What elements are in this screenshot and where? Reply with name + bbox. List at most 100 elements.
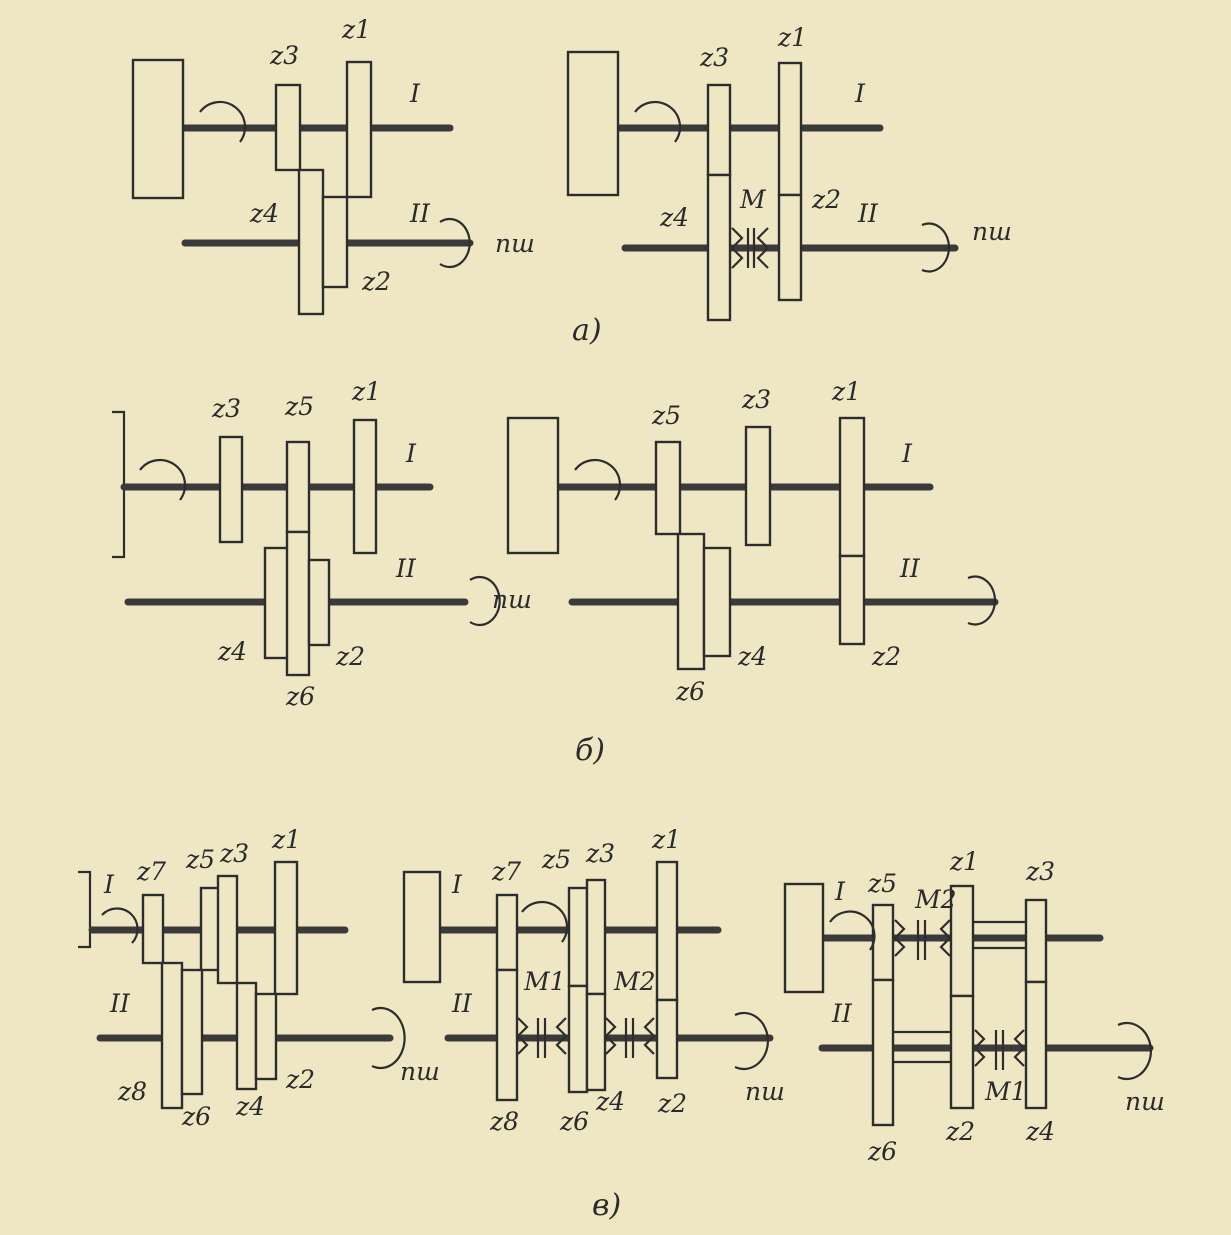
label-z2: z2: [335, 642, 365, 671]
gear-z5: [285, 440, 311, 534]
caption-c: в): [592, 1188, 621, 1223]
gear-z6: [871, 978, 895, 1127]
label-z2: z2: [285, 1065, 315, 1094]
gear-z3: [216, 874, 239, 985]
gear-z4: [1024, 980, 1048, 1110]
label-z1: z1: [777, 23, 807, 52]
label-z5: z5: [867, 869, 897, 898]
motor-block: [402, 870, 442, 984]
label-clutch-2: M2: [613, 967, 656, 996]
gear-z6: [676, 532, 706, 671]
clutch-M1: [516, 1017, 568, 1058]
gear-z1: [273, 860, 299, 996]
scheme-b-left: z3 z5 z1 I II nш z4 z2 z6: [112, 377, 532, 711]
scheme-b-right: z5 z3 z1 I II z4 z2 z6: [506, 377, 999, 706]
caption-b: б): [575, 733, 605, 768]
label-shaft-1: I: [405, 439, 417, 468]
gear-z4: [702, 546, 732, 658]
label-output-speed: nш: [745, 1077, 785, 1106]
label-z6: z6: [559, 1107, 589, 1136]
output-rotation-arrow: [921, 222, 950, 273]
label-z1: z1: [341, 15, 371, 44]
gear-z3: [744, 425, 772, 547]
label-z6: z6: [867, 1137, 897, 1166]
label-output-speed: nш: [972, 217, 1012, 246]
gear-z8: [495, 968, 519, 1102]
clutch-M2: [604, 1017, 656, 1058]
gear-z7: [495, 893, 519, 972]
label-z4: z4: [595, 1087, 625, 1116]
rotation-arrow: [829, 910, 876, 951]
label-shaft-2: II: [109, 989, 131, 1018]
output-rotation-arrow: [439, 217, 471, 269]
label-z3: z3: [211, 394, 241, 423]
label-z3: z3: [699, 43, 729, 72]
motor-bracket: [78, 870, 92, 949]
rotation-arrow: [574, 458, 622, 501]
clutch-M2: [893, 919, 952, 960]
gear-z5: [871, 903, 895, 982]
label-clutch: M: [739, 185, 767, 214]
clutch-M1: [973, 1029, 1026, 1070]
gear-z2: [949, 994, 975, 1110]
rotation-arrow: [199, 100, 247, 143]
gear-z1: [352, 418, 378, 555]
gear-z3: [218, 435, 244, 544]
scheme-a-right: z3 z1 I z4 M z2 II nш: [566, 23, 1012, 322]
label-z5: z5: [541, 845, 571, 874]
label-clutch-2: M2: [914, 885, 957, 914]
label-z4: z4: [235, 1092, 265, 1121]
label-z6: z6: [285, 682, 315, 711]
label-shaft-2: II: [899, 554, 921, 583]
gear-z2: [655, 998, 679, 1080]
label-z6: z6: [675, 677, 705, 706]
gear-z2: [777, 193, 803, 302]
label-output-speed: nш: [492, 585, 532, 614]
motor-block: [566, 50, 620, 197]
label-output-speed: nш: [495, 229, 535, 258]
label-shaft-2: II: [857, 199, 879, 228]
hub-sleeves: [893, 920, 1026, 1064]
gear-z1: [838, 416, 866, 558]
gear-z5: [567, 886, 589, 988]
label-z3: z3: [219, 839, 249, 868]
label-shaft-2: II: [409, 199, 431, 228]
output-rotation-arrow: [734, 1011, 769, 1071]
gear-z2: [254, 992, 278, 1081]
label-z1: z1: [949, 847, 979, 876]
rotation-arrow: [101, 907, 139, 944]
gear-z2: [307, 558, 331, 647]
scheme-a-left: z3 z1 I z4 II nш z2: [131, 15, 535, 316]
scheme-c-right: I z5 M2 z1 z3 II M1 z6 z2 z4 nш: [783, 847, 1165, 1166]
scheme-c-left: I z7 z5 z3 z1 II z8 z6 z4 z2 nш: [78, 825, 440, 1131]
label-shaft-2: II: [831, 999, 853, 1028]
output-rotation-arrow: [371, 1006, 406, 1070]
label-shaft-1: I: [103, 870, 115, 899]
caption-a: а): [572, 313, 602, 348]
gear-z1: [777, 61, 803, 197]
label-shaft-1: I: [901, 439, 913, 468]
label-clutch-1: M1: [523, 967, 566, 996]
gear-z3: [274, 83, 302, 172]
label-z3: z3: [741, 385, 771, 414]
label-z2: z2: [945, 1117, 975, 1146]
label-z7: z7: [136, 857, 166, 886]
label-z4: z4: [249, 199, 279, 228]
label-z4: z4: [737, 642, 767, 671]
output-rotation-arrow: [469, 575, 501, 627]
label-clutch-1: M1: [984, 1077, 1027, 1106]
output-rotation-arrow: [1117, 1021, 1152, 1081]
label-z8: z8: [489, 1107, 519, 1136]
clutch-M: [730, 227, 770, 269]
label-z3: z3: [1025, 857, 1055, 886]
label-z3: z3: [585, 839, 615, 868]
gear-z6: [567, 984, 589, 1094]
gear-z2: [321, 195, 349, 289]
label-z2: z2: [811, 185, 841, 214]
label-z2: z2: [361, 267, 391, 296]
motor-block: [506, 416, 560, 555]
rotation-arrow: [521, 900, 569, 943]
gear-z4: [706, 173, 732, 322]
gear-z8: [160, 961, 184, 1110]
